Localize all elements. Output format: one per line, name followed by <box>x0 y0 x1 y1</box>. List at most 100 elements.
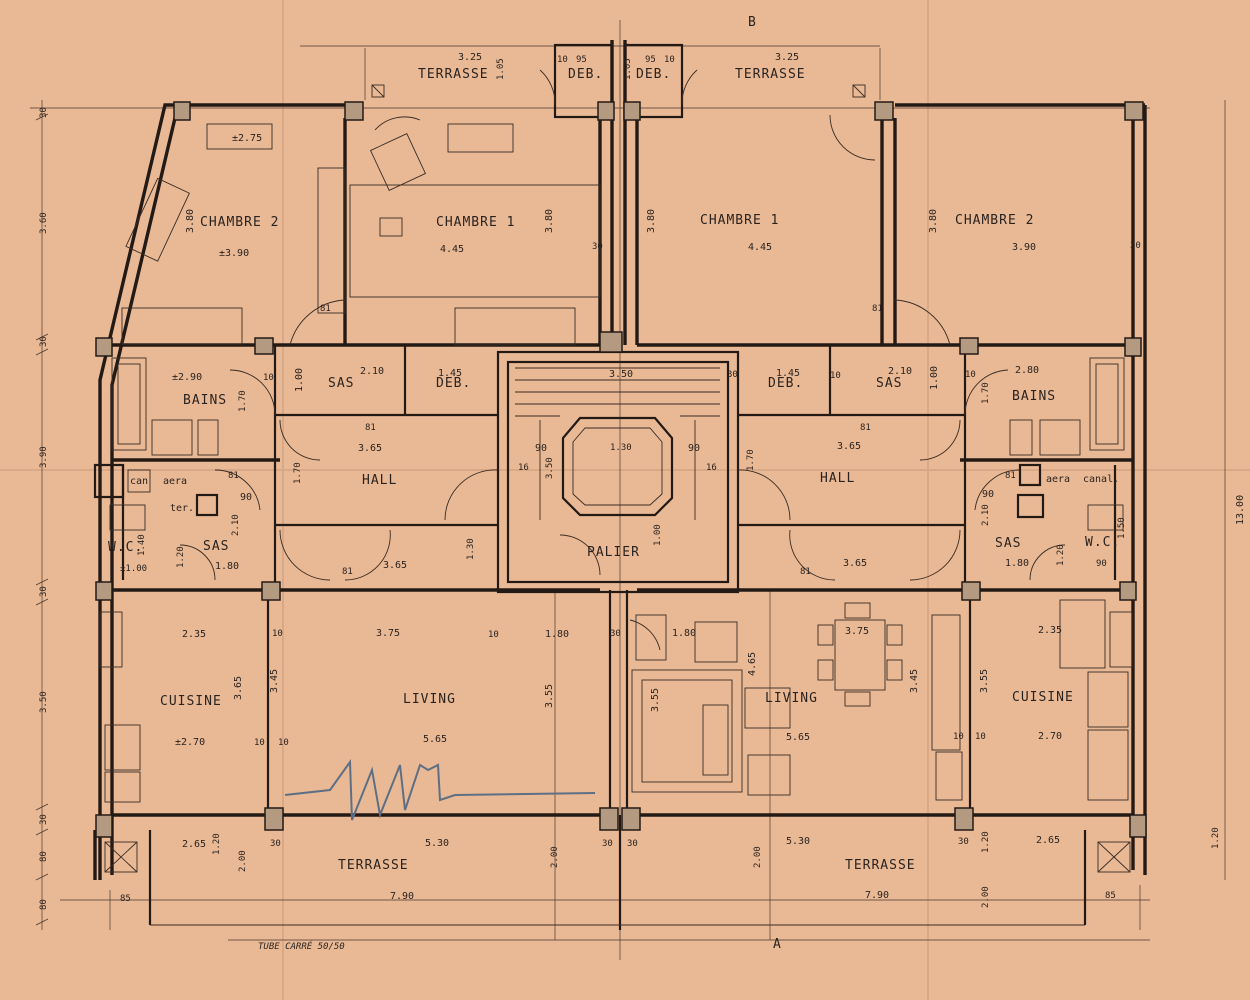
dim-text: 81 <box>800 567 811 577</box>
dim-text: 1.00 <box>294 368 305 392</box>
columns <box>95 101 1147 838</box>
label-aera-l: aera <box>163 476 187 487</box>
label-hall-r: HALL <box>820 471 855 486</box>
dim-text: 2.80 <box>1015 365 1039 376</box>
dim-text: 3.65 <box>843 558 867 569</box>
dim-text: 3.55 <box>979 669 990 693</box>
dim-text: 5.65 <box>423 734 447 745</box>
tube-note: TUBE CARRÉ 50/50 <box>258 940 345 952</box>
dim-text: 1.20 <box>981 831 991 853</box>
dim-text: 90 <box>688 443 700 454</box>
dim-text: 2.10 <box>231 514 241 536</box>
dim-text: 3.60 <box>39 212 49 234</box>
dim-text: 1.70 <box>293 462 303 484</box>
label-palier: PALIER <box>587 545 640 560</box>
dim-text: 3.65 <box>233 676 244 700</box>
dim-text: ±2.90 <box>172 372 202 383</box>
dim-text: 10 <box>263 373 274 383</box>
dim-text: 2.35 <box>182 629 206 640</box>
dim-text: 90 <box>982 489 994 500</box>
dim-text: 3.80 <box>646 209 657 233</box>
dim-text: 1.45 <box>438 368 462 379</box>
dim-text: 7.90 <box>390 891 414 902</box>
dim-text: 80 <box>39 899 49 910</box>
dim-text: 3.25 <box>458 52 482 63</box>
dim-text: 81 <box>320 304 331 314</box>
dim-text: 10 <box>975 732 986 742</box>
dim-text: 3.65 <box>383 560 407 571</box>
dim-text: 13.00 <box>1235 495 1246 525</box>
dim-text: 5.30 <box>425 838 449 849</box>
dim-text: 80 <box>39 851 49 862</box>
dim-text: 10 <box>488 630 499 640</box>
dim-text: 30 <box>1130 241 1141 251</box>
dim-text: 3.80 <box>185 209 196 233</box>
dim-text: 5.30 <box>786 836 810 847</box>
label-sas-l: SAS <box>328 376 354 391</box>
label-deb-top-r: DEB. <box>636 67 671 82</box>
dim-text: 5.65 <box>786 732 810 743</box>
dim-text: 2.00 <box>753 846 763 868</box>
label-sas-wc-r: SAS <box>995 536 1021 551</box>
dim-text: 3.90 <box>39 446 49 468</box>
dim-text: 2.35 <box>1038 625 1062 636</box>
dim-text: 2.65 <box>182 839 206 850</box>
label-sas-r: SAS <box>876 376 902 391</box>
dim-text: 81 <box>1005 471 1016 481</box>
dim-text: 1.80 <box>215 561 239 572</box>
dim-text: 3.25 <box>775 52 799 63</box>
dim-text: 2.00 <box>550 846 560 868</box>
label-can-l: can <box>130 476 148 487</box>
label-terrasse-br: TERRASSE <box>845 858 916 873</box>
dim-text: 1.20 <box>1211 827 1221 849</box>
dim-text: 16 <box>518 463 529 473</box>
dim-text: 1.00 <box>929 366 940 390</box>
dim-text: 90 <box>535 443 547 454</box>
dim-text: 30 <box>39 336 49 347</box>
dim-text: 1.80 <box>672 628 696 639</box>
dim-text: 1.20 <box>1056 544 1066 566</box>
label-terrasse-tl: TERRASSE <box>418 67 489 82</box>
label-terrasse-bl: TERRASSE <box>338 858 409 873</box>
dim-text: ±3.90 <box>219 248 249 259</box>
label-ter-l: ter. <box>170 503 194 514</box>
dim-text: 7.90 <box>865 890 889 901</box>
dim-text: 4.45 <box>748 242 772 253</box>
dim-text: 1.50 <box>1117 517 1127 539</box>
dim-text: 30 <box>592 242 603 252</box>
dimension-lines <box>30 20 1226 960</box>
dim-text: 2.00 <box>238 850 248 872</box>
dim-text: 30 <box>602 839 613 849</box>
dim-text: 2.10 <box>888 366 912 377</box>
dim-text: 81 <box>228 471 239 481</box>
section-mark-b: B <box>748 15 757 30</box>
label-living-l: LIVING <box>403 692 456 707</box>
label-wc-r: W.C. <box>1085 535 1120 550</box>
dim-text: 81 <box>860 423 871 433</box>
dim-text: 2.10 <box>360 366 384 377</box>
label-bains-l: BAINS <box>183 393 227 408</box>
dim-text: 4.45 <box>440 244 464 255</box>
dim-text: 1.45 <box>776 368 800 379</box>
dim-text: 10 <box>965 370 976 380</box>
label-chambre2-l: CHAMBRE 2 <box>200 215 279 230</box>
label-cuisine-r: CUISINE <box>1012 690 1074 705</box>
dimension-labels: 3.25 3.25 10 95 95 10 1.05 1.05 ±2.75 3.… <box>39 52 1246 910</box>
door-swings <box>179 69 1066 651</box>
dim-text: 1.30 <box>466 538 476 560</box>
dim-text: 2.65 <box>1036 835 1060 846</box>
dim-text: 30 <box>627 839 638 849</box>
label-wc-l: W.C. <box>108 540 143 555</box>
dim-text: 1.20 <box>212 833 222 855</box>
dim-text: 3.80 <box>928 209 939 233</box>
dim-text: 1.20 <box>176 546 186 568</box>
dim-text: 3.45 <box>909 669 920 693</box>
dim-text: 1.30 <box>610 443 632 453</box>
dim-text: 85 <box>1105 891 1116 901</box>
dim-text: 81 <box>342 567 353 577</box>
dim-text: 10 <box>664 55 675 65</box>
dim-text: 2.10 <box>981 504 991 526</box>
dim-text: 1.70 <box>981 382 991 404</box>
dim-text: 16 <box>706 463 717 473</box>
